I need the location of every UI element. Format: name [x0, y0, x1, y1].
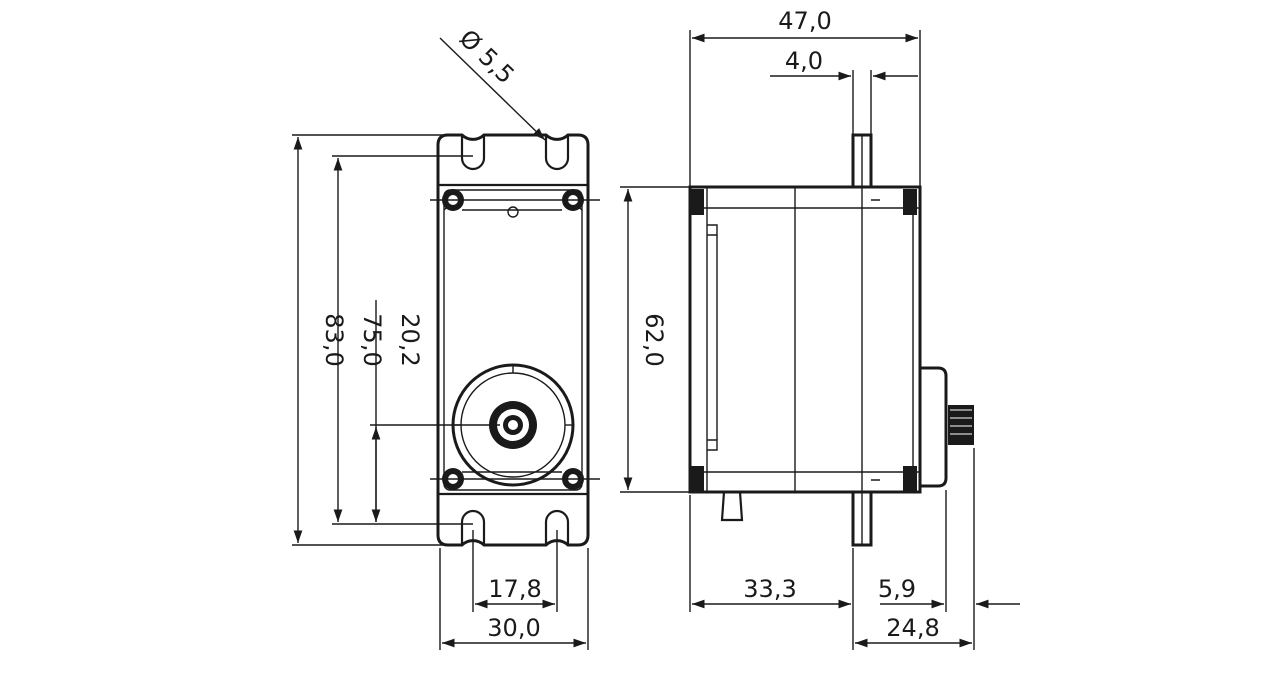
indicator-hole	[507, 206, 519, 218]
dim-body-height: 62,0	[640, 313, 668, 366]
dim-width: 30,0	[487, 614, 540, 642]
ear-slot-top-right	[544, 135, 570, 171]
cable-stub	[720, 491, 744, 522]
dim-depth-overall: 47,0	[778, 7, 831, 35]
ear-slot-top-left	[460, 135, 486, 171]
ear-slot-bottom-left	[460, 509, 486, 545]
ear-slot-bottom-right	[544, 509, 570, 545]
side-view: 47,0 4,0 62,0 33,3 5,9 24,8	[620, 7, 1020, 650]
side-body	[688, 185, 922, 494]
dim-spline-height: 5,9	[878, 575, 916, 603]
spline-icon	[920, 366, 974, 488]
front-view: 83,0 75,0 20,2 17,8 30,0 Ø 5,5	[292, 24, 600, 650]
output-spline-icon	[451, 363, 575, 487]
dim-hole-spacing-vertical: 75,0	[358, 313, 386, 366]
dim-height-overall: 83,0	[320, 313, 348, 366]
front-body-outline	[436, 133, 590, 547]
dim-hole-spacing-horizontal: 17,8	[488, 575, 541, 603]
front-case	[443, 189, 583, 491]
screw-icon	[430, 189, 600, 490]
dim-flange-to-spline: 24,8	[886, 614, 939, 642]
dim-flange-thickness: 4,0	[785, 47, 823, 75]
dim-diameter: Ø 5,5	[454, 24, 520, 89]
dim-diameter-leader	[439, 37, 546, 141]
dim-body-depth: 33,3	[743, 575, 796, 603]
dim-shaft-offset: 20,2	[396, 313, 424, 366]
